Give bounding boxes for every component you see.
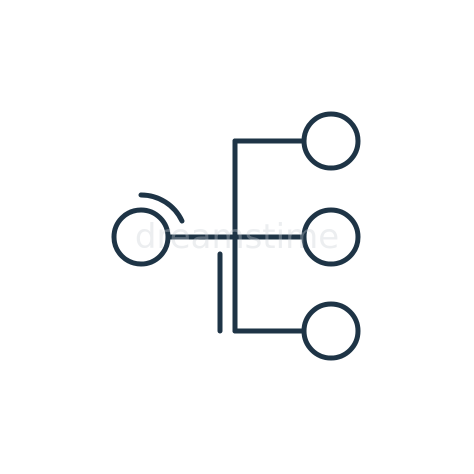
child-node-middle-circle [301, 207, 361, 267]
child-node-bottom-circle [301, 301, 361, 361]
signal-arc [138, 192, 185, 224]
child-node-top-circle [301, 111, 361, 171]
dreamstime-watermark: dreamstime [135, 217, 339, 257]
